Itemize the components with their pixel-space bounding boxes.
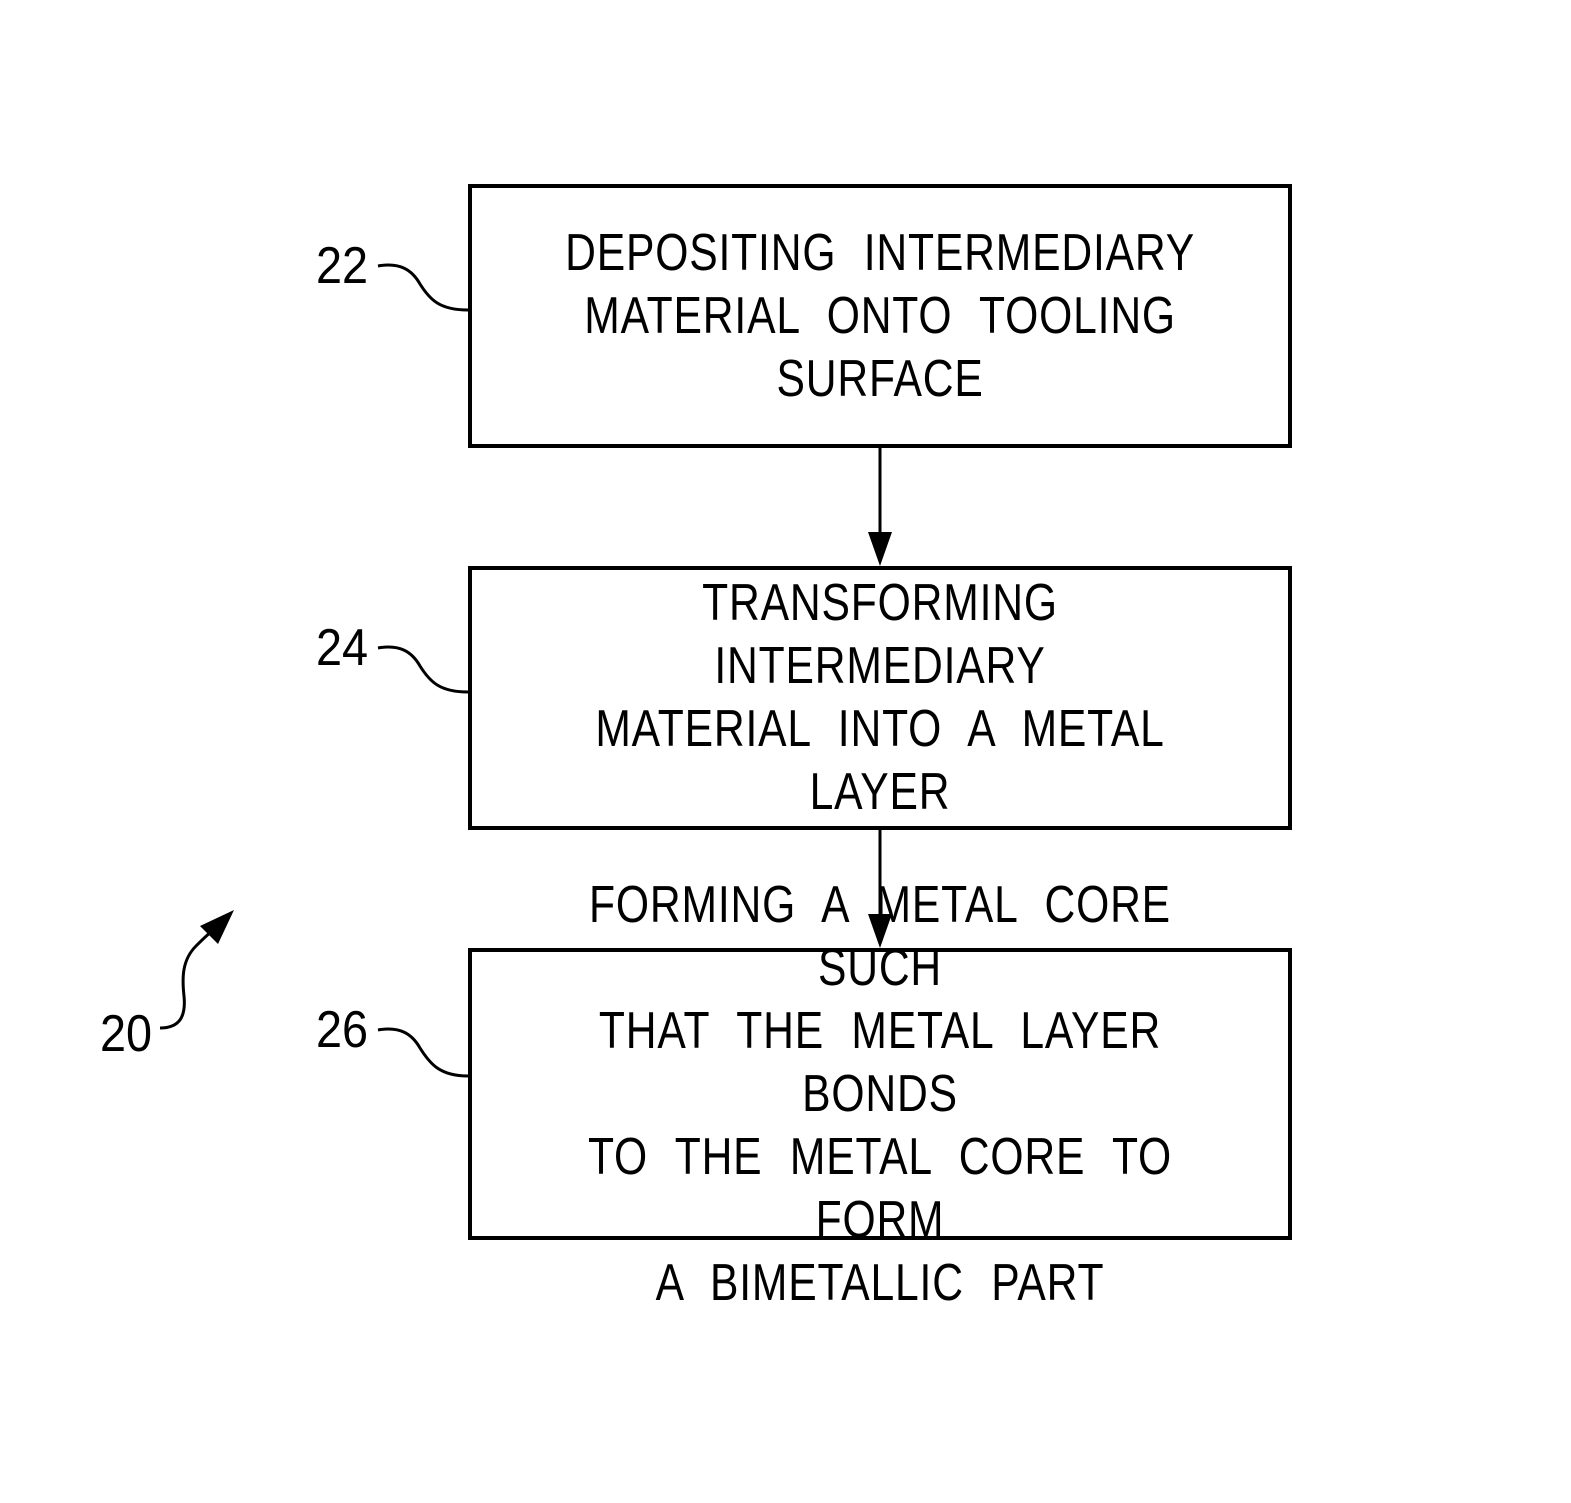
leader-line-24 [378, 647, 468, 692]
figure-pointer-arrow [160, 910, 234, 1028]
reference-numeral-24: 24 [316, 622, 368, 674]
step-text-transforming: TRANSFORMING INTERMEDIARY MATERIAL INTO … [545, 572, 1214, 824]
step-box-depositing: DEPOSITING INTERMEDIARY MATERIAL ONTO TO… [468, 184, 1292, 448]
leader-line-26 [378, 1029, 468, 1076]
step-text-depositing: DEPOSITING INTERMEDIARY MATERIAL ONTO TO… [565, 222, 1195, 411]
leader-line-22 [378, 265, 468, 310]
step-box-transforming: TRANSFORMING INTERMEDIARY MATERIAL INTO … [468, 566, 1292, 830]
step-box-forming: FORMING A METAL CORE SUCH THAT THE METAL… [468, 948, 1292, 1240]
reference-numeral-22: 22 [316, 240, 368, 292]
step-text-forming: FORMING A METAL CORE SUCH THAT THE METAL… [545, 874, 1214, 1315]
figure-reference-numeral: 20 [100, 1008, 152, 1060]
arrow-step-1-to-2 [868, 448, 892, 566]
reference-numeral-26: 26 [316, 1004, 368, 1056]
